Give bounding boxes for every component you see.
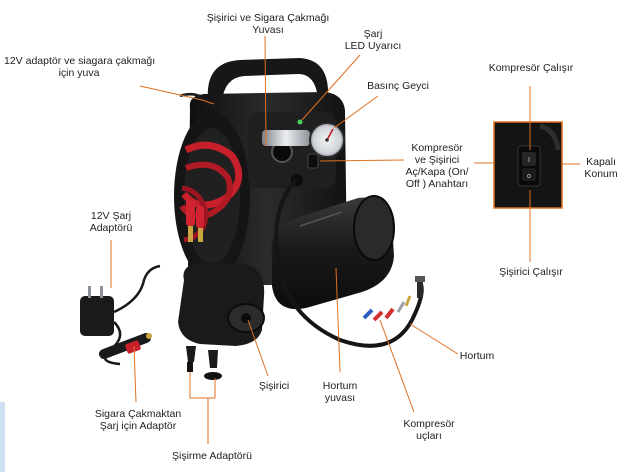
label-inflator-cigarette-socket: Şişirici ve Sigara Çakmağı Yuvası (206, 12, 330, 36)
label-off-position: Kapalı Konum (584, 156, 618, 180)
label-compressor-tips: Kompresör uçları (403, 418, 455, 442)
inflator-unit (178, 262, 265, 380)
label-adapter-socket: 12V adaptör ve siagara çakmağı için yuva (4, 55, 156, 79)
label-inflator-on: Şişirici Çalışır (499, 266, 563, 278)
label-charge-led: Şarj LED Uyarıcı (344, 28, 402, 52)
svg-text:o: o (527, 173, 531, 180)
hose-tube (274, 178, 424, 348)
led-indicator (297, 119, 303, 125)
wall-charger (80, 264, 161, 366)
jumper-cables (179, 141, 243, 243)
label-compressor-switch: Kompresör ve Şişirici Aç/Kapa (On/ Off )… (405, 142, 469, 190)
car-charger-plug (99, 333, 152, 359)
pressure-gauge (309, 122, 345, 158)
svg-text:I: I (528, 157, 530, 164)
switch-inset: I o (493, 121, 563, 209)
label-inflation-adapter: Şişirme Adaptörü (172, 450, 252, 462)
compressor-tips (362, 295, 412, 322)
hose-housing (271, 195, 395, 310)
label-car-charger-adapter: Sigara Çakmaktan Şarj için Adaptör (94, 408, 182, 432)
label-inflator: Şişirici (258, 380, 290, 392)
left-edge-strip (0, 402, 5, 472)
label-pressure-gauge: Basınç Geyci (367, 80, 429, 92)
label-hose: Hortum (459, 350, 495, 362)
label-hose-housing: Hortum yuvası (322, 380, 358, 404)
device-handle (207, 58, 329, 102)
label-compressor-on: Kompresör Çalışır (488, 62, 574, 74)
leader-lines (110, 35, 580, 444)
label-charge-adapter-12v: 12V Şarj Adaptörü (89, 210, 133, 234)
